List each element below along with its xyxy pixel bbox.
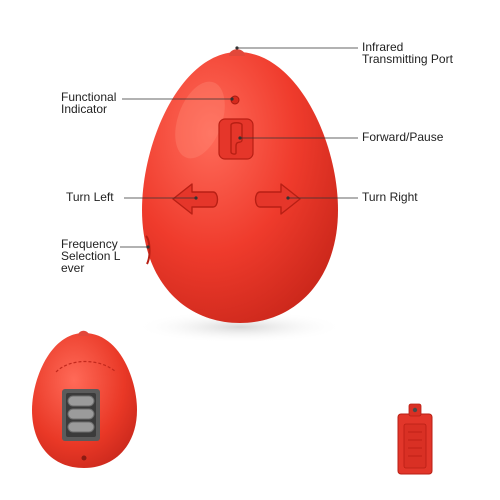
- label-turn-right: Turn Right: [362, 190, 418, 204]
- infrared-port: [229, 49, 245, 56]
- label-turn-left: Turn Left: [66, 190, 114, 204]
- battery-compartment: [62, 389, 100, 441]
- main-remote-gloss: [175, 81, 225, 159]
- remote-back-nub: [78, 330, 89, 336]
- leader-dots: [146, 46, 290, 249]
- turn-right-button[interactable]: [254, 183, 301, 215]
- label-frequency-selection-lever: Frequency Selection L ever: [61, 237, 121, 275]
- leader-lines: [120, 47, 358, 248]
- battery-cover: [397, 403, 433, 475]
- remote-back-view: [32, 330, 137, 468]
- label-infrared-transmitting-port: Infrared Transmitting Port: [362, 40, 453, 66]
- back-screw-hole: [81, 455, 87, 461]
- main-remote: [142, 49, 338, 323]
- label-functional-indicator: Functional Indicator: [61, 90, 117, 116]
- forward-pause-button[interactable]: [218, 118, 254, 160]
- main-remote-body: [142, 52, 338, 323]
- egg-shadow: [135, 311, 345, 343]
- label-forward-pause: Forward/Pause: [362, 130, 444, 144]
- frequency-selection-lever[interactable]: [145, 235, 151, 265]
- embossed-text-arc: [55, 361, 117, 373]
